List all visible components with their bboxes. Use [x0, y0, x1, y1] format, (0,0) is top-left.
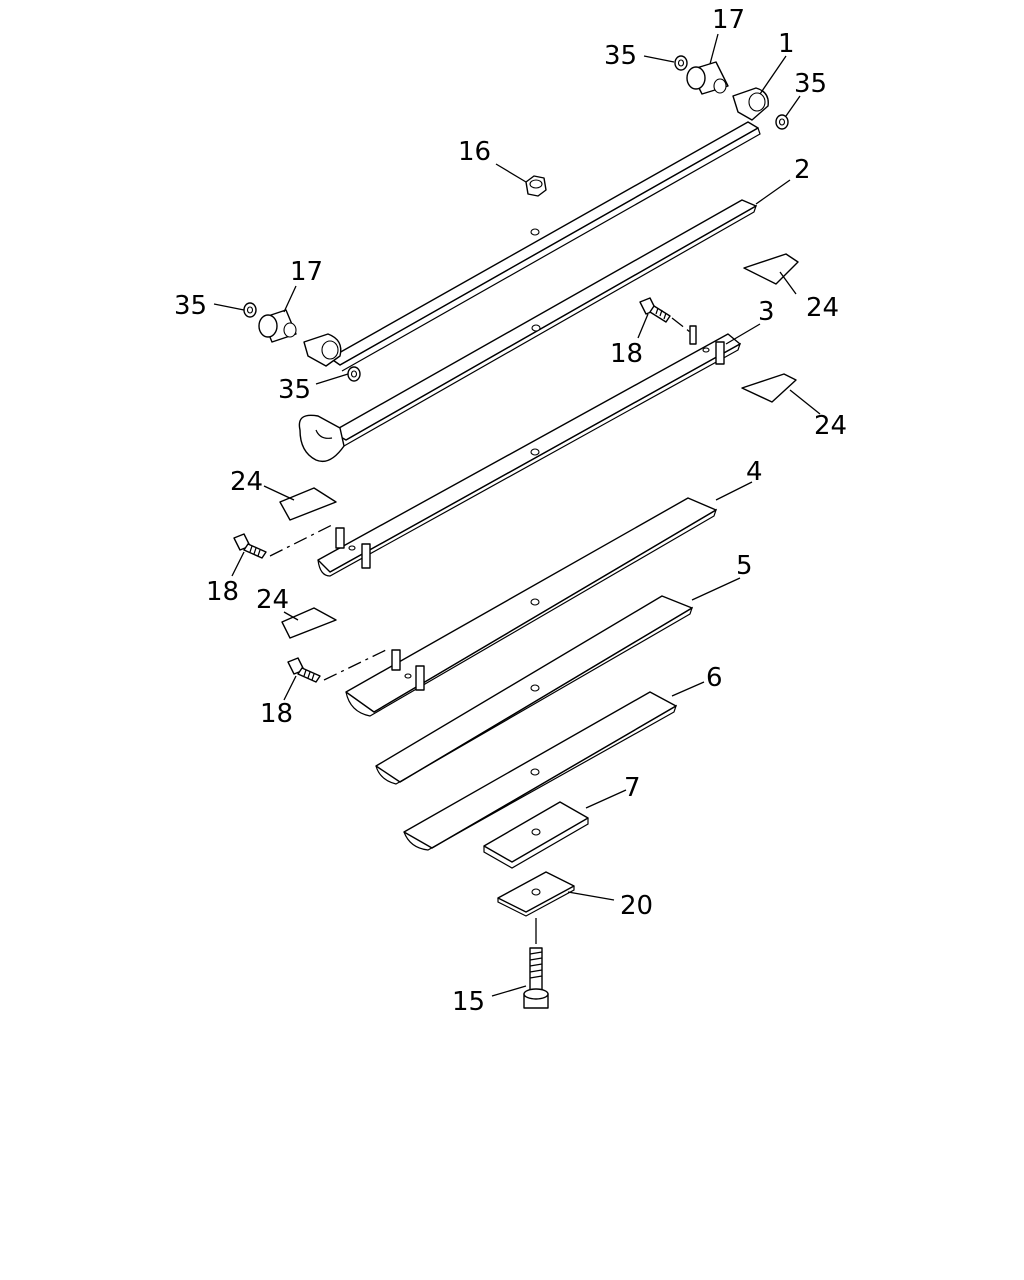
callout-18-lower: 18 — [260, 699, 293, 729]
leaf-6 — [403, 691, 678, 851]
liner-24-right-top — [743, 253, 799, 285]
leader-lines — [213, 33, 821, 997]
callout-24-left-top: 24 — [230, 467, 263, 497]
leaf-4 — [345, 497, 718, 717]
callout-15: 15 — [452, 987, 485, 1017]
washer-35-left — [243, 302, 257, 318]
center-bolt-15 — [523, 918, 549, 1009]
callout-24-right-bottom: 24 — [814, 411, 847, 441]
callout-35-left: 35 — [174, 291, 207, 321]
plate-20 — [497, 871, 575, 917]
nut-16 — [525, 175, 547, 197]
callout-24-left-bottom: 24 — [256, 585, 289, 615]
callout-1: 1 — [778, 29, 795, 59]
leaf-5 — [375, 595, 694, 785]
callout-18-right: 18 — [610, 339, 643, 369]
bolt-18-middle — [233, 523, 335, 559]
liner-24-right-bottom — [741, 373, 797, 403]
callout-18-middle: 18 — [206, 577, 239, 607]
callout-16: 16 — [458, 137, 491, 167]
callout-24-right-top: 24 — [806, 293, 839, 323]
callout-35-bottom-left: 35 — [278, 375, 311, 405]
callout-6: 6 — [706, 663, 723, 693]
callout-2: 2 — [794, 155, 811, 185]
bushing-17-top — [686, 61, 729, 95]
washer-35-top-left — [674, 55, 688, 71]
washer-35-top-right — [775, 114, 789, 130]
bolt-18-right — [639, 297, 691, 333]
callout-35-top-left: 35 — [604, 41, 637, 71]
bolt-18-lower — [287, 649, 387, 683]
leaf-3 — [317, 325, 742, 577]
callout-labels: 1 17 35 35 16 2 17 35 24 3 18 35 24 4 24… — [174, 5, 847, 1017]
callout-35-top-right: 35 — [794, 69, 827, 99]
callout-17-left: 17 — [290, 257, 323, 287]
liner-24-left-bottom — [281, 607, 337, 639]
callout-4: 4 — [746, 457, 763, 487]
bushing-17-left — [258, 309, 297, 343]
washer-35-bottom-left — [347, 366, 361, 382]
callout-17-top: 17 — [712, 5, 745, 35]
callout-5: 5 — [736, 551, 753, 581]
callout-7: 7 — [624, 773, 641, 803]
leaf-1 — [303, 87, 769, 372]
plate-7 — [483, 801, 589, 869]
leaf-2 — [298, 199, 758, 463]
callout-3: 3 — [758, 297, 775, 327]
liner-24-left-top — [279, 487, 337, 521]
callout-20: 20 — [620, 891, 653, 921]
